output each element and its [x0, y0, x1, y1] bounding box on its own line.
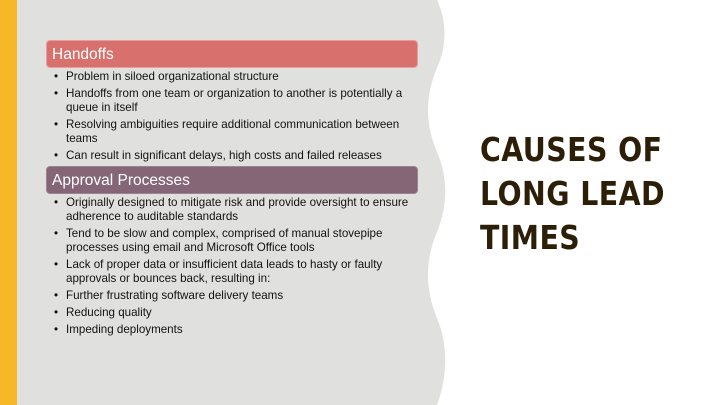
- content-area: Handoffs Problem in siloed organizationa…: [46, 40, 418, 340]
- bullet-item: Handoffs from one team or organization t…: [54, 87, 418, 115]
- accent-bar: [0, 0, 17, 405]
- slide-title-line: LONG LEAD: [480, 174, 665, 213]
- handoffs-bullet-list: Problem in siloed organizational structu…: [46, 70, 418, 163]
- bullet-item: Impeding deployments: [54, 323, 418, 337]
- bullet-item: Lack of proper data or insufficient data…: [54, 258, 418, 286]
- bullet-item: Can result in significant delays, high c…: [54, 149, 418, 163]
- bullet-item: Tend to be slow and complex, comprised o…: [54, 227, 418, 255]
- bullet-item: Problem in siloed organizational structu…: [54, 70, 418, 84]
- bullet-item: Resolving ambiguities require additional…: [54, 118, 418, 146]
- slide-title-line: CAUSES OF: [480, 130, 663, 169]
- section-header-handoffs: Handoffs: [46, 40, 418, 68]
- bullet-item: Further frustrating software delivery te…: [54, 289, 418, 303]
- slide-title: CAUSES OF LONG LEAD TIMES: [480, 128, 678, 260]
- bullet-item: Reducing quality: [54, 306, 418, 320]
- slide-title-line: TIMES: [480, 218, 581, 257]
- bullet-item: Originally designed to mitigate risk and…: [54, 196, 418, 224]
- approval-bullet-list: Originally designed to mitigate risk and…: [46, 196, 418, 337]
- section-header-approval-processes: Approval Processes: [46, 166, 418, 194]
